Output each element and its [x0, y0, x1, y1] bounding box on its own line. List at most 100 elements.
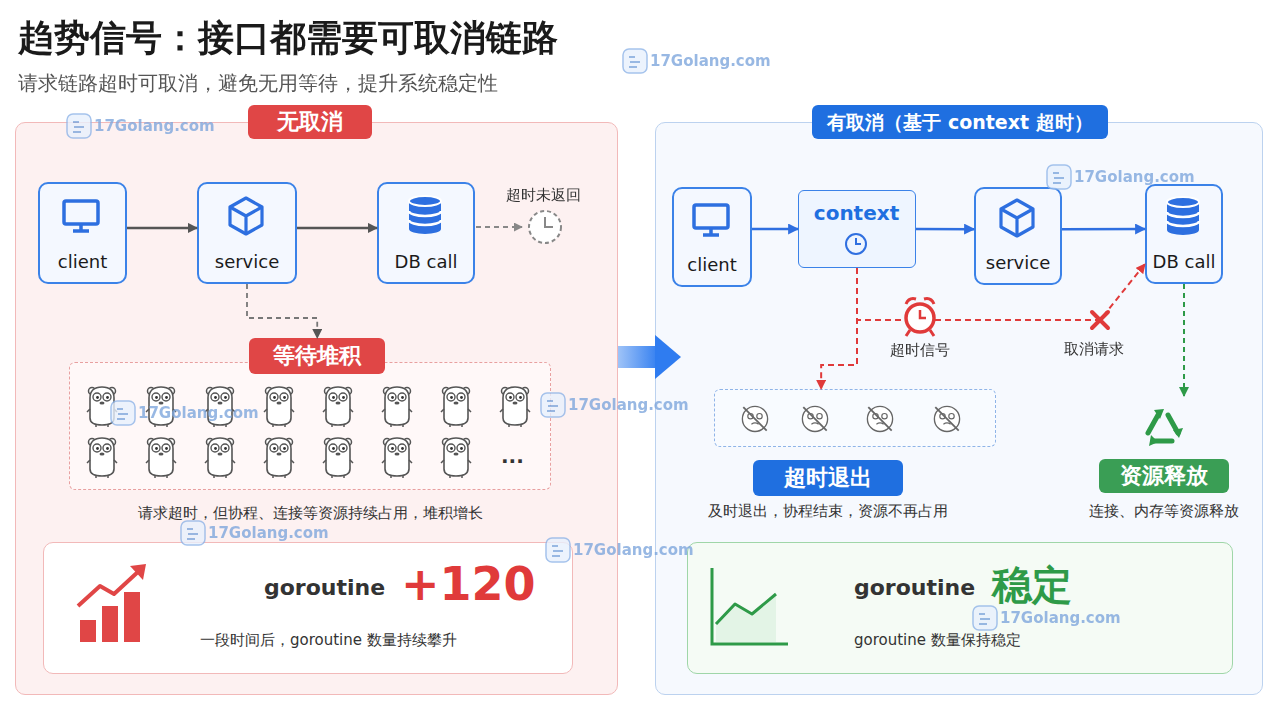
cube-icon: [1001, 200, 1033, 236]
cancel-cross: [1092, 312, 1108, 328]
flow-arrow: [1062, 228, 1145, 231]
ellipsis: ...: [501, 444, 524, 468]
recycle-head: [1173, 428, 1183, 438]
gopher-icon: [146, 438, 176, 478]
recycle-icon: [1148, 409, 1183, 446]
transition-arrow: [618, 346, 655, 368]
stat-value: 稳定: [992, 561, 1072, 609]
gopher-icon: [146, 387, 176, 427]
stat-name: goroutine: [264, 575, 385, 601]
rising-chart-icon: [78, 564, 146, 642]
clock-face: [529, 211, 561, 243]
page-title: 趋势信号：接口都需要可取消链路: [18, 14, 558, 63]
stat-name: goroutine: [854, 575, 975, 601]
chart-bar: [102, 606, 118, 642]
alarm-bells: [906, 299, 934, 304]
panel: 有取消（基于 context 超时）clientcontextserviceDB…: [655, 122, 1263, 695]
watermark-icon: [67, 114, 91, 138]
watermark-icon: [1047, 165, 1071, 189]
recycle-arrow: [1148, 415, 1158, 433]
database-icon: [1167, 197, 1199, 235]
clock-hands: [545, 217, 553, 227]
gopher-exited-icon: [934, 406, 959, 431]
watermark-icon: [546, 538, 570, 562]
stat-note: goroutine 数量保持稳定: [854, 631, 1021, 649]
watermark-icon: [541, 393, 565, 417]
stat-box: goroutine +120 一段时间后，goroutine 数量持续攀升: [43, 542, 573, 674]
gopher-exited-icon: [802, 406, 827, 431]
waiting-gophers: [87, 387, 530, 478]
stat-value: +120: [401, 557, 536, 612]
dashed-frame: [69, 362, 551, 490]
alarm-legs: [906, 330, 934, 336]
node-label: client: [40, 250, 125, 274]
node-label: client: [674, 253, 750, 277]
context-clock-icon: [846, 234, 866, 254]
gopher-icon: [205, 438, 235, 478]
clock-face: [846, 234, 866, 254]
release-badge: 资源释放连接、内存等资源释放: [1099, 396, 1229, 493]
gopher-icon: [382, 387, 412, 427]
gopher-icon: [87, 438, 117, 478]
flow-arrow: [752, 228, 798, 231]
alarm-hands: [920, 310, 926, 318]
release-note: 连接、内存等资源释放: [1069, 502, 1259, 520]
release-heading: 资源释放: [1099, 459, 1229, 493]
release-arrow: [1183, 284, 1185, 396]
chart-bar: [80, 620, 96, 642]
gopher-exited-icon: [867, 406, 892, 431]
watermark-icon: [973, 606, 997, 630]
process-box: service: [974, 187, 1062, 285]
gopher-icon: [323, 387, 353, 427]
pileup-arrow: [247, 284, 317, 338]
process-box: client: [672, 187, 752, 287]
chart-axes: [712, 568, 788, 644]
gopher-icon: [382, 438, 412, 478]
exited-gophers: [742, 406, 959, 431]
flow-arrow: [127, 227, 197, 230]
cancel-arrow: [857, 264, 1145, 320]
recycle-head: [1149, 435, 1158, 446]
process-box: service: [197, 182, 297, 284]
dashed-leader: [476, 226, 522, 228]
chart-bar: [124, 592, 140, 642]
panel: 无取消clientserviceDB call等待堆积...请求超时，但协程、连…: [15, 122, 618, 695]
database-icon: [409, 196, 441, 234]
gopher-icon: [264, 438, 294, 478]
exit-note: 及时退出，协程结束，资源不再占用: [697, 502, 959, 520]
process-box: DB call: [1145, 184, 1223, 284]
watermark-icon: [623, 49, 647, 73]
panel-heading: 有取消（基于 context 超时）: [812, 105, 1108, 139]
stat-box: goroutine 稳定 goroutine 数量保持稳定: [687, 542, 1233, 674]
trend-head: [130, 564, 146, 580]
node-label: context: [799, 201, 914, 225]
page-subtitle: 请求链路超时可取消，避免无用等待，提升系统稳定性: [18, 70, 498, 97]
stat-note: 一段时间后，goroutine 数量持续攀升: [200, 631, 457, 649]
gopher-icon: [441, 438, 471, 478]
clock-hands: [856, 238, 861, 244]
exit-pool: 超时退出及时退出，协程结束，资源不再占用: [714, 389, 996, 447]
waiting-pool: 等待堆积...请求超时，但协程、连接等资源持续占用，堆积增长: [69, 338, 551, 490]
timeout-arrow: [821, 268, 857, 389]
stable-chart-icon: [712, 568, 788, 644]
connector-group: [127, 228, 1184, 396]
watermark-icon: [181, 521, 205, 545]
gopher-icon: [205, 387, 235, 427]
timeout-clock: [476, 211, 561, 243]
alarm-clock-icon: [906, 299, 934, 336]
alarm-face: [906, 304, 934, 332]
recycle-head: [1154, 409, 1164, 419]
trend-line: [716, 594, 776, 624]
watermark: 17Golang.com: [650, 52, 771, 70]
gopher-icon: [264, 387, 294, 427]
monitor-icon: [694, 205, 728, 235]
gopher-icon: [441, 387, 471, 427]
flow-arrow: [297, 227, 377, 230]
monitor-icon: [64, 201, 98, 231]
process-box: DB call: [377, 182, 475, 284]
node-label: service: [199, 250, 295, 274]
watermark-icons: [67, 49, 1071, 630]
panel-heading: 无取消: [248, 105, 372, 139]
